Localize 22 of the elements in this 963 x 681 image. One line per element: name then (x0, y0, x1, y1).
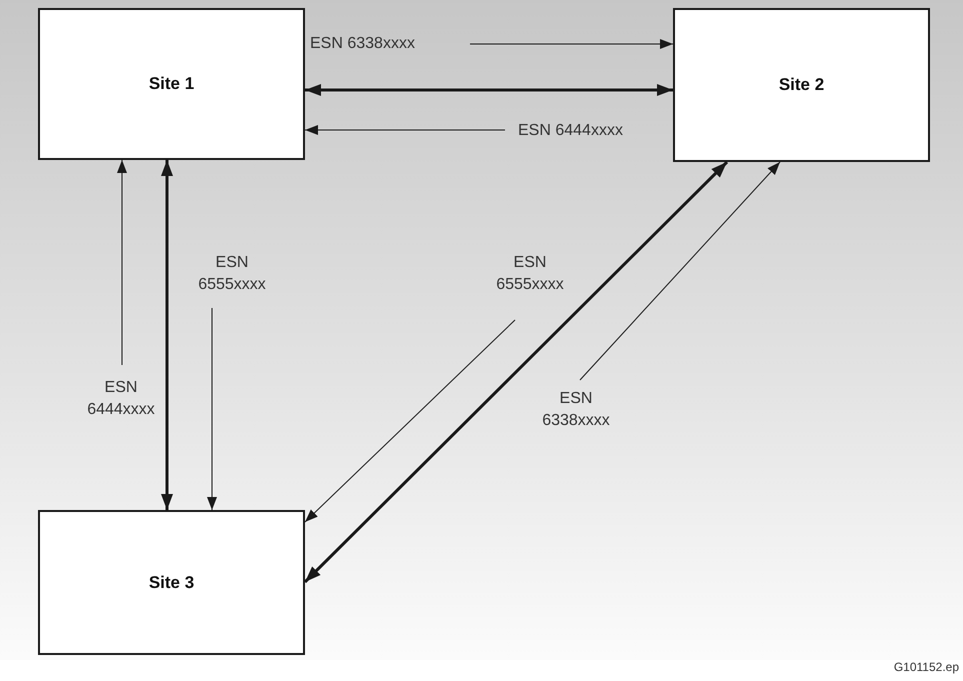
site-box (38, 8, 305, 160)
arrow (117, 160, 127, 366)
site-title: Site 3 (148, 572, 194, 592)
site-box (38, 510, 305, 655)
edge-label: ESN 6338xxxx (541, 389, 611, 431)
arrow (304, 125, 506, 135)
site-title: Site 2 (778, 75, 824, 95)
edge-label: ESN 6338xxxx (310, 34, 416, 54)
arrow (470, 39, 674, 49)
edge-label: ESN 6555xxxx (197, 253, 267, 295)
edge-label: ESN 6555xxxx (495, 253, 565, 295)
figure-id: G101152.ep (894, 660, 959, 674)
double-arrow (304, 160, 728, 584)
double-arrow (305, 84, 673, 96)
site-box (673, 8, 930, 162)
edge-label: ESN 6444xxxx (518, 121, 624, 141)
site-title: Site 1 (148, 74, 194, 94)
arrow (207, 308, 217, 510)
arrow (304, 320, 516, 522)
double-arrow (161, 160, 173, 510)
edge-label: ESN 6444xxxx (86, 378, 156, 420)
arrow (580, 162, 780, 380)
